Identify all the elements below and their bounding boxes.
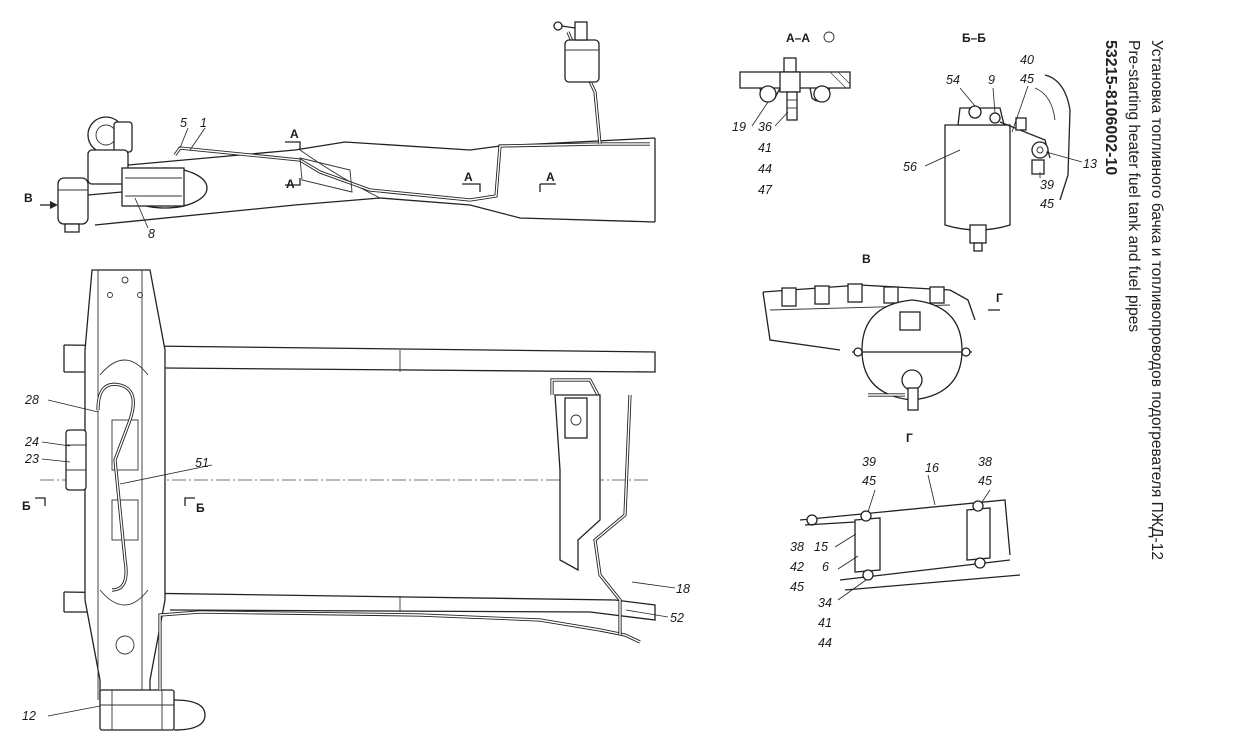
section-mark-b-left: Б — [22, 499, 31, 513]
callout-15: 15 — [814, 540, 828, 554]
view-g — [799, 474, 1021, 601]
callout-13: 13 — [1083, 157, 1097, 171]
callout-23: 23 — [24, 452, 39, 466]
callout-5: 5 — [180, 116, 187, 130]
callout-12: 12 — [22, 709, 36, 723]
view-g-title: Г — [906, 431, 913, 445]
callout-34: 34 — [818, 596, 832, 610]
callout-52: 52 — [670, 611, 684, 625]
callout-19: 19 — [732, 120, 746, 134]
callout-16: 16 — [925, 461, 939, 475]
section-mark-b-right: Б — [196, 501, 205, 515]
section-mark-a-4: А — [546, 170, 555, 184]
callout-54: 54 — [946, 73, 960, 87]
callout-41-g: 41 — [818, 616, 832, 630]
callout-51: 51 — [195, 456, 209, 470]
callout-45-g-3: 45 — [790, 580, 804, 594]
view-v-title: В — [862, 252, 871, 266]
callout-6: 6 — [822, 560, 829, 574]
section-bb — [924, 74, 1083, 252]
section-aa-title: А–А — [786, 31, 810, 45]
callout-39-bb: 39 — [1040, 178, 1054, 192]
callout-40: 40 — [1020, 53, 1034, 67]
callout-18: 18 — [676, 582, 690, 596]
plan-view — [35, 269, 676, 731]
callout-45-bb-top: 45 — [1020, 72, 1034, 86]
callout-36: 36 — [758, 120, 772, 134]
callout-44-aa: 44 — [758, 162, 772, 176]
heater-unit — [87, 116, 208, 209]
section-aa — [739, 31, 851, 127]
callout-39-g: 39 — [862, 455, 876, 469]
section-bb-title: Б–Б — [962, 31, 986, 45]
callout-56: 56 — [903, 160, 917, 174]
callout-8: 8 — [148, 227, 155, 241]
callout-24: 24 — [24, 435, 39, 449]
drawing-title-ru: Установка топливного бачка и топливопров… — [1148, 40, 1165, 560]
section-mark-a-1: А — [290, 127, 299, 141]
drawing-title-en: Pre-starting heater fuel tank and fuel p… — [1125, 40, 1142, 333]
callout-45-bb-bottom: 45 — [1040, 197, 1054, 211]
callout-47: 47 — [758, 183, 773, 197]
side-view — [40, 21, 656, 233]
callout-44-g: 44 — [818, 636, 832, 650]
callout-42: 42 — [790, 560, 804, 574]
section-mark-a-3: А — [464, 170, 473, 184]
callout-28: 28 — [24, 393, 39, 407]
view-arrow-g: Г — [996, 291, 1003, 305]
callout-9: 9 — [988, 73, 995, 87]
callout-38-g-left: 38 — [790, 540, 804, 554]
fuel-filter-left — [57, 177, 123, 233]
fuel-tank-top — [553, 21, 600, 83]
callout-1: 1 — [200, 116, 207, 130]
view-v — [762, 283, 1000, 411]
drawing-code: 53215-8106002-10 — [1102, 40, 1119, 176]
view-arrow-v: В — [24, 191, 33, 205]
section-mark-a-2: А — [286, 177, 295, 191]
callout-45-g-2: 45 — [978, 474, 992, 488]
callout-41-aa: 41 — [758, 141, 772, 155]
callout-38-g-top: 38 — [978, 455, 992, 469]
callout-45-g-1: 45 — [862, 474, 876, 488]
